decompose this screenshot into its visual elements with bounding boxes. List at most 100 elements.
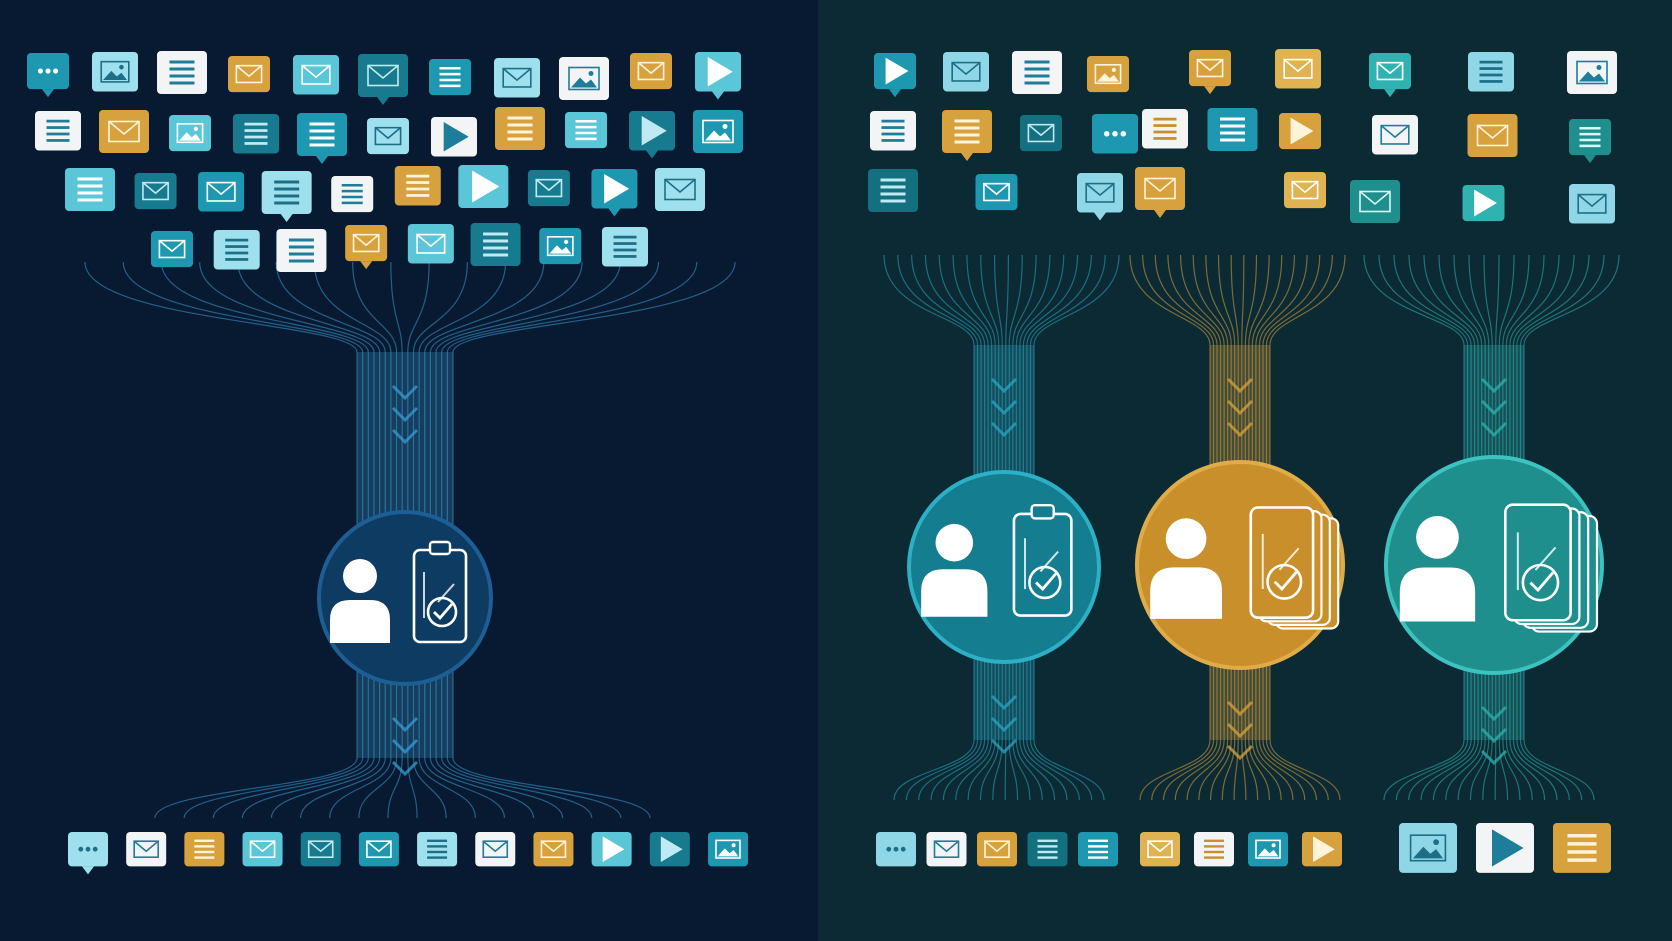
document-icon	[1569, 119, 1611, 164]
video-icon	[431, 117, 477, 157]
document-icon	[417, 832, 458, 867]
flow-chevrons	[1226, 377, 1254, 761]
email-icon	[1140, 832, 1180, 867]
flow-chevrons	[1480, 377, 1508, 766]
email-icon	[358, 832, 399, 867]
reviewer-person-icon	[921, 523, 988, 617]
video-icon	[629, 111, 675, 159]
email-icon	[533, 832, 574, 867]
email-icon	[975, 174, 1018, 211]
document-icon	[297, 113, 347, 164]
image-icon	[1087, 56, 1129, 93]
email-icon	[134, 173, 177, 210]
video-icon	[695, 52, 741, 100]
chat-bubble-icon	[27, 53, 69, 98]
document-icon	[470, 223, 521, 266]
document-icon	[1207, 108, 1258, 151]
email-icon	[527, 170, 570, 207]
document-icon	[868, 169, 918, 212]
video-icon	[591, 169, 638, 217]
email-icon	[475, 832, 516, 867]
email-icon	[1467, 114, 1518, 157]
email-icon	[1569, 184, 1615, 224]
document-icon	[261, 171, 312, 222]
image-icon	[539, 228, 582, 265]
chat-bubble-icon	[876, 832, 916, 867]
email-icon	[300, 832, 341, 867]
video-icon	[1462, 185, 1505, 222]
flow-chevrons	[990, 377, 1018, 755]
video-icon	[874, 53, 916, 98]
left-panel-background	[0, 0, 818, 941]
video-icon	[649, 832, 690, 867]
email-icon	[198, 172, 245, 212]
reviewer-hubs	[317, 455, 1604, 686]
email-icon	[228, 56, 270, 93]
email-icon	[494, 58, 540, 98]
email-icon	[407, 224, 454, 264]
document-icon	[213, 230, 260, 270]
email-icon	[1189, 50, 1231, 95]
email-icon	[943, 52, 989, 92]
document-icon	[942, 110, 992, 161]
video-icon	[591, 832, 632, 867]
email-icon	[926, 832, 967, 867]
email-icon	[345, 225, 388, 270]
document-icon	[1142, 109, 1188, 149]
chat-bubble-icon	[1092, 114, 1138, 154]
document-icon	[495, 107, 545, 150]
flow-chevrons	[391, 384, 419, 777]
image-icon	[559, 57, 609, 100]
image-icon	[1567, 51, 1617, 94]
email-icon	[1372, 115, 1418, 155]
document-icon	[1012, 51, 1062, 94]
image-icon	[169, 115, 211, 152]
email-icon	[630, 53, 672, 90]
message-icons	[27, 49, 1617, 875]
reviewer-hub-1-1	[1135, 460, 1345, 670]
document-icon	[602, 227, 648, 267]
document-icon	[565, 112, 607, 149]
document-stack-icon	[1504, 503, 1599, 633]
email-icon	[1369, 53, 1411, 98]
video-icon	[458, 165, 509, 208]
image-icon	[1248, 832, 1288, 867]
video-icon	[1476, 823, 1534, 873]
document-stack-icon	[1249, 506, 1340, 630]
clipboard-check-icon	[1012, 503, 1073, 617]
image-icon	[693, 110, 743, 153]
document-icon	[184, 832, 225, 867]
document-icon	[1078, 832, 1118, 867]
document-icon	[65, 168, 115, 211]
email-icon	[655, 168, 705, 211]
reviewer-hub-0-0	[317, 510, 493, 686]
email-icon	[1077, 173, 1123, 221]
reviewer-person-icon	[1399, 516, 1476, 622]
reviewer-person-icon	[330, 559, 390, 643]
image-icon	[1399, 823, 1457, 873]
email-icon	[367, 118, 409, 155]
video-icon	[1279, 113, 1321, 150]
email-icon	[151, 231, 193, 268]
document-icon	[331, 176, 374, 213]
document-icon	[1553, 823, 1611, 873]
reviewer-hub-1-0	[907, 470, 1101, 664]
document-icon	[233, 114, 279, 154]
email-icon	[1350, 180, 1400, 223]
document-icon	[1194, 832, 1234, 867]
document-icon	[1468, 52, 1514, 92]
image-icon	[708, 832, 748, 867]
document-icon	[429, 59, 471, 96]
email-icon	[977, 832, 1017, 867]
reviewer-hub-1-2	[1384, 455, 1604, 675]
email-icon	[358, 54, 408, 105]
email-icon	[1275, 49, 1321, 89]
email-icon	[1284, 172, 1326, 209]
email-icon	[242, 832, 283, 867]
reviewer-person-icon	[1150, 518, 1223, 619]
email-icon	[99, 110, 149, 153]
document-icon	[394, 166, 441, 206]
clipboard-check-icon	[412, 540, 468, 644]
email-icon	[126, 832, 167, 867]
